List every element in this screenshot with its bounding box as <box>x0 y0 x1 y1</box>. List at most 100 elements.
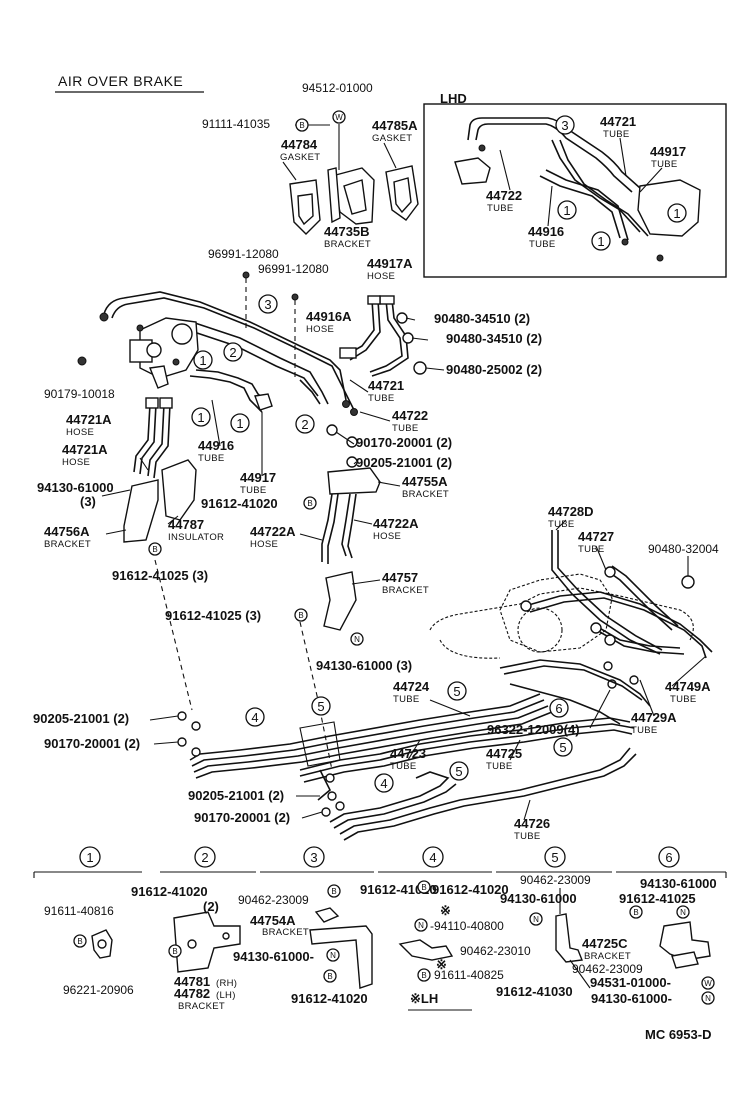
svg-text:90462-23010: 90462-23010 <box>460 944 531 958</box>
label-90170-mid: 90170-20001 (2) <box>44 736 140 751</box>
lhd-label-44917: 44917 <box>650 144 686 159</box>
diagram-title: AIR OVER BRAKE <box>58 73 183 89</box>
svg-text:N: N <box>418 921 424 930</box>
label-90480-34510-b: 90480-34510 (2) <box>446 331 542 346</box>
svg-text:N: N <box>705 994 711 1003</box>
lhd-label-44916: 44916 <box>528 224 564 239</box>
svg-text:4: 4 <box>251 710 258 725</box>
label-44723: 44723 <box>390 746 426 761</box>
svg-text:(2): (2) <box>203 899 219 914</box>
label-44916: 44916 <box>198 438 234 453</box>
svg-text:94130-61000-: 94130-61000- <box>591 991 672 1006</box>
svg-text:BRACKET: BRACKET <box>402 489 449 500</box>
bracket-44755a <box>327 467 381 495</box>
axle-housing-outline <box>429 573 694 659</box>
svg-text:TUBE: TUBE <box>603 129 630 140</box>
label-44784: 44784 <box>281 137 318 152</box>
bracket-44756a <box>123 479 159 543</box>
svg-text:90462-23009: 90462-23009 <box>520 873 591 887</box>
label-44729a: 44729A <box>631 710 677 725</box>
label-44735b: 44735B <box>324 224 370 239</box>
svg-text:TUBE: TUBE <box>240 485 267 496</box>
svg-text:1: 1 <box>236 416 243 431</box>
svg-text:5: 5 <box>317 699 324 714</box>
svg-text:90462-23009: 90462-23009 <box>238 893 309 907</box>
svg-text:GASKET: GASKET <box>372 133 412 144</box>
marker-b-top: B <box>299 121 304 130</box>
label-91612-41025-b: 91612-41025 (3) <box>165 608 261 623</box>
label-44755a: 44755A <box>402 474 448 489</box>
marker-b-44757: B <box>298 611 303 620</box>
svg-text:B: B <box>331 887 336 896</box>
svg-text:3: 3 <box>561 118 568 133</box>
svg-text:1: 1 <box>86 850 93 865</box>
svg-text:B: B <box>172 947 177 956</box>
insulator-44787 <box>161 459 197 521</box>
svg-text:94531-01000-: 94531-01000- <box>590 975 671 990</box>
svg-text:91611-40825: 91611-40825 <box>434 968 504 982</box>
svg-text:2: 2 <box>301 417 308 432</box>
part-labels-main: 94512-01000 91111-41035 44784 GASKET 447… <box>33 81 719 842</box>
label-91612-41025-a: 91612-41025 (3) <box>112 568 208 583</box>
svg-text:5: 5 <box>455 764 462 779</box>
svg-text:HOSE: HOSE <box>250 539 278 550</box>
hose-44916a <box>339 295 381 361</box>
svg-text:91612-41030: 91612-41030 <box>496 984 573 999</box>
svg-text:TUBE: TUBE <box>392 423 419 434</box>
hose-44917a <box>369 295 409 377</box>
svg-text:91612-41025: 91612-41025 <box>619 891 696 906</box>
svg-text:3: 3 <box>264 297 271 312</box>
figure-code: MC 6953-D <box>645 1027 711 1042</box>
label-44728d: 44728D <box>548 504 594 519</box>
svg-text:TUBE: TUBE <box>670 694 697 705</box>
label-44756a: 44756A <box>44 524 90 539</box>
svg-text:44754A: 44754A <box>250 913 296 928</box>
brake-valve-assembly <box>129 317 199 389</box>
svg-text:5: 5 <box>559 740 566 755</box>
bracket-44735b <box>327 167 375 225</box>
svg-text:(LH): (LH) <box>216 990 236 1001</box>
label-44917a: 44917A <box>367 256 413 271</box>
label-44722a-1: 44722A <box>250 524 296 539</box>
svg-text:HOSE: HOSE <box>373 531 401 542</box>
label-90480-25002: 90480-25002 (2) <box>446 362 542 377</box>
label-94512: 94512-01000 <box>302 81 373 95</box>
label-94130-61000-3: 94130-61000 <box>37 480 114 495</box>
label-96322: 96322-12009(4) <box>487 722 580 737</box>
detail-2: B 91612-41020 (2) 44781 (RH) 44782 (LH) … <box>131 884 241 1012</box>
svg-text:91612-41020: 91612-41020 <box>131 884 208 899</box>
label-44916a: 44916A <box>306 309 352 324</box>
detail-1: B 91611-40816 96221-20906 <box>44 904 134 997</box>
svg-text:B: B <box>421 883 426 892</box>
svg-text:B: B <box>421 971 426 980</box>
svg-text:94130-61000: 94130-61000 <box>640 876 717 891</box>
svg-text:4: 4 <box>429 850 436 865</box>
svg-text:6: 6 <box>555 701 562 716</box>
svg-text:5: 5 <box>551 850 558 865</box>
lhd-labels: 44721 TUBE 44917 TUBE 44722 TUBE 44916 T… <box>486 114 686 250</box>
marker-b-44756a: B <box>152 545 157 554</box>
svg-text:-94110-40800: -94110-40800 <box>430 919 504 933</box>
label-44725: 44725 <box>486 746 522 761</box>
marker-w-top: W <box>335 113 343 122</box>
svg-text:BRACKET: BRACKET <box>324 239 371 250</box>
rear-tubes-upper <box>524 530 713 659</box>
callout-circles-main: 1 2 3 1 1 2 4 5 5 6 5 5 4 <box>191 294 573 793</box>
svg-text:HOSE: HOSE <box>62 457 90 468</box>
label-91612-41020: 91612-41020 <box>201 496 278 511</box>
svg-text:TUBE: TUBE <box>368 393 395 404</box>
svg-text:(3): (3) <box>80 494 96 509</box>
label-44722a-2: 44722A <box>373 516 419 531</box>
svg-text:TUBE: TUBE <box>514 831 541 842</box>
label-96991-b: 96991-12080 <box>258 262 329 276</box>
svg-text:INSULATOR: INSULATOR <box>168 532 224 543</box>
svg-text:GASKET: GASKET <box>280 152 320 163</box>
svg-text:HOSE: HOSE <box>367 271 395 282</box>
svg-text:44781: 44781 <box>174 974 210 989</box>
detail-3: B N B 91612-41020 90462-23009 44754A BRA… <box>233 882 437 1006</box>
svg-text:91611-40816: 91611-40816 <box>44 904 114 918</box>
tube-44724 <box>189 693 553 779</box>
bracket-44757 <box>323 571 357 631</box>
tube-44726 <box>329 747 637 841</box>
svg-text:BRACKET: BRACKET <box>262 927 309 938</box>
